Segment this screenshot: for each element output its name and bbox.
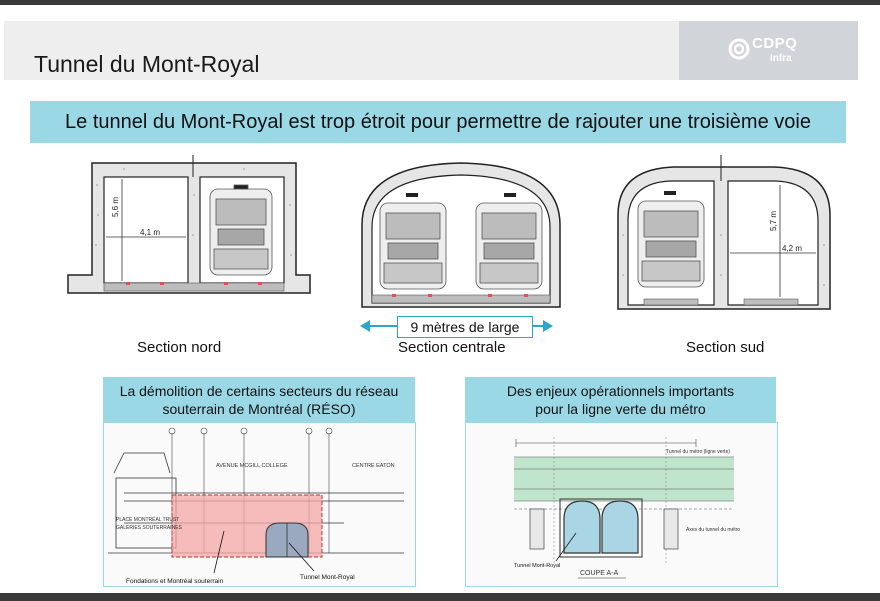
slide-title: Tunnel du Mont-Royal [34, 51, 260, 77]
reso-drawing-panel: AVENUE MCGILL COLLEGE CENTRE EATON PLACE… [103, 422, 416, 587]
section-centrale-label: Section centrale [398, 339, 506, 356]
logo-box [679, 21, 858, 80]
nord-width-dim: 4,1 m [140, 228, 160, 237]
reso-eaton-label: CENTRE EATON [352, 463, 395, 469]
reso-caption-line1: La démolition de certains secteurs du ré… [119, 382, 399, 399]
metro-tunnel-arch-right [601, 500, 639, 554]
reso-drawing: AVENUE MCGILL COLLEGE CENTRE EATON PLACE… [104, 423, 415, 586]
section-nord-label: Section nord [137, 339, 222, 356]
bottom-bar [0, 593, 880, 601]
metro-tunnel-overlay [514, 457, 734, 501]
logo-sub: Infra [770, 53, 792, 64]
centrale-width-label: 9 mètres de large [397, 316, 533, 338]
reso-place-label: PLACE MONTRÉAL TRUST [116, 516, 179, 523]
reso-caption-line2: souterrain de Montréal (RÉSO) [162, 400, 356, 417]
headline-banner: Le tunnel du Mont-Royal est trop étroit … [30, 101, 846, 143]
logo-name: CDPQ [752, 35, 798, 52]
metro-caption: Des enjeux opérationnels importants pour… [465, 377, 776, 422]
metro-montroyal-label: Tunnel Mont-Royal [514, 563, 560, 569]
metro-cut-label: COUPE A-A [580, 570, 618, 577]
reso-tunnel-label: Tunnel Mont-Royal [300, 574, 355, 581]
reso-caption: La démolition de certains secteurs du ré… [103, 377, 415, 422]
section-sud-diagram: 5,7 m 4,2 m [617, 155, 831, 310]
metro-tunnel-arch-left [563, 500, 601, 554]
metro-axes-label: Axes du tunnel du métro [686, 527, 740, 533]
cdpq-logo-icon [728, 38, 750, 60]
sud-width-dim: 4,2 m [782, 244, 802, 253]
metro-caption-line2: pour la ligne verte du métro [535, 400, 706, 417]
metro-drawing: Tunnel du métro (ligne verte) Axes du tu… [466, 423, 777, 586]
metro-caption-line1: Des enjeux opérationnels importants [506, 382, 735, 399]
section-nord-diagram: 5,6 m 4,1 m [67, 155, 311, 294]
metro-drawing-panel: Tunnel du métro (ligne verte) Axes du tu… [465, 422, 778, 587]
section-centrale-diagram [361, 162, 561, 308]
metro-tunnel-label: Tunnel du métro (ligne verte) [666, 449, 730, 455]
slide: Tunnel du Mont-Royal CDPQ Infra Le tunne… [0, 5, 880, 593]
reso-foundations-label: Fondations et Montréal souterrain [126, 578, 224, 585]
nord-height-dim: 5,6 m [111, 197, 120, 217]
reso-street-label: AVENUE MCGILL COLLEGE [216, 463, 288, 469]
sud-height-dim: 5,7 m [769, 211, 778, 231]
reso-galleries-label: GALERIES SOUTERRAINES [116, 525, 183, 531]
section-sud-label: Section sud [686, 339, 765, 356]
